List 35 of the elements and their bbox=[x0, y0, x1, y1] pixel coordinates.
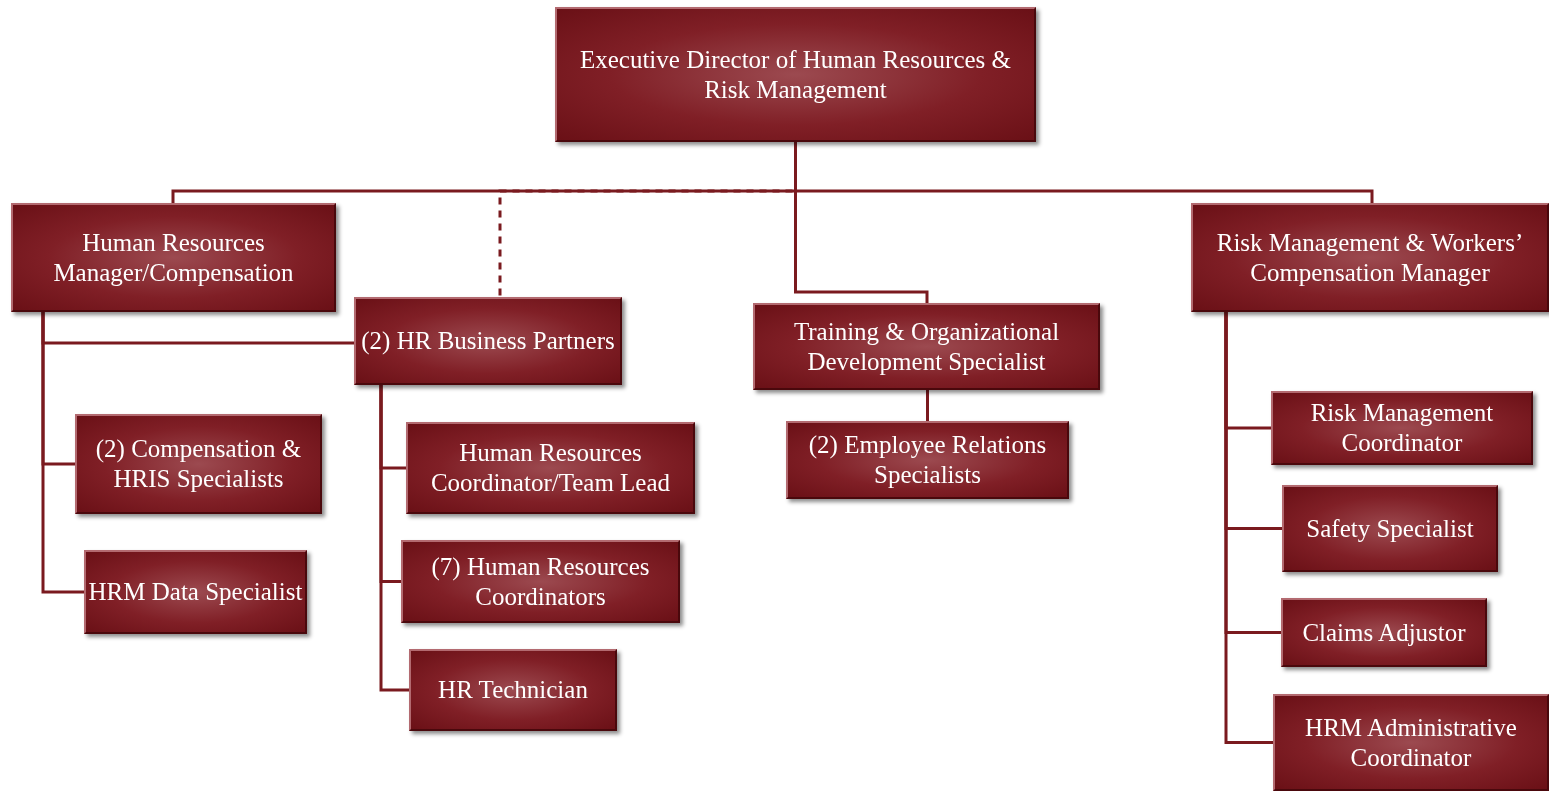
position-title: Claims Adjustor bbox=[1302, 617, 1466, 648]
position-box bbox=[354, 297, 622, 385]
position-box bbox=[84, 550, 307, 634]
position-box bbox=[409, 649, 617, 731]
position-title: Human Resources Manager/Compensation bbox=[52, 227, 295, 288]
position-title: Training & Organizational Development Specialist bbox=[792, 316, 1061, 377]
position-title: HR Technician bbox=[438, 675, 588, 705]
position-box bbox=[406, 422, 695, 514]
position-box bbox=[753, 303, 1100, 390]
connector-line bbox=[926, 390, 929, 421]
position-title: (2) Employee Relations Specialists bbox=[807, 430, 1048, 490]
position-box bbox=[75, 414, 322, 514]
connector-line bbox=[379, 385, 409, 692]
position-title: Risk Management & Workers’ Compensation Manager bbox=[1215, 227, 1525, 288]
position-box bbox=[1273, 694, 1549, 791]
position-box bbox=[1271, 391, 1533, 465]
position-title: Risk Management Coordinator bbox=[1309, 398, 1495, 458]
position-title: Executive Director of Human Resources & Risk Management bbox=[578, 44, 1013, 105]
position-box bbox=[555, 7, 1036, 142]
position-box bbox=[1281, 598, 1487, 667]
position-title: Safety Specialist bbox=[1306, 513, 1474, 544]
position-box bbox=[786, 421, 1069, 499]
connector-line bbox=[1224, 312, 1273, 744]
position-title: Human Resources Coordinator/Team Lead bbox=[429, 438, 672, 498]
position-title: (2) HR Business Partners bbox=[361, 326, 615, 356]
position-box bbox=[1191, 203, 1549, 312]
position-title: HRM Data Specialist bbox=[88, 577, 303, 607]
position-title: (2) Compensation & HRIS Specialists bbox=[94, 434, 303, 494]
position-box bbox=[401, 540, 680, 623]
position-title: (7) Human Resources Coordinators bbox=[430, 551, 651, 612]
connector-line bbox=[41, 312, 84, 594]
position-box bbox=[11, 203, 336, 312]
position-box bbox=[1282, 485, 1498, 572]
position-title: HRM Administrative Coordinator bbox=[1304, 712, 1518, 773]
dashed-connector bbox=[498, 142, 797, 297]
